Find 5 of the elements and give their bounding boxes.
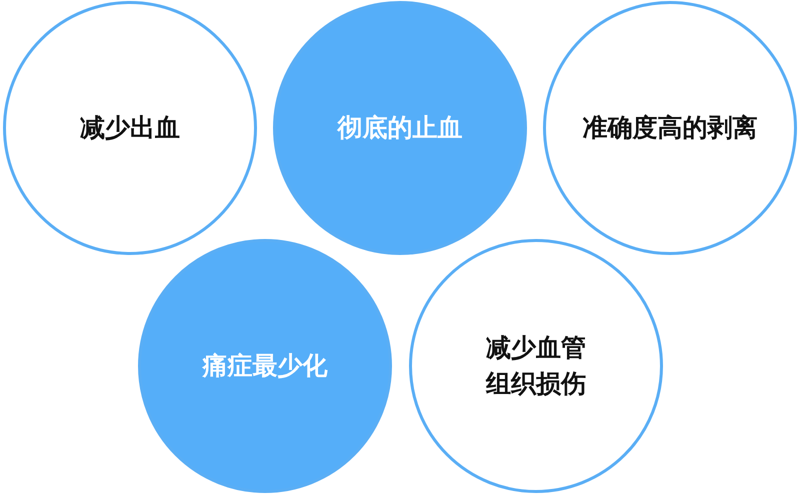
circle-label: 减少出血 xyxy=(80,112,180,144)
circle-label: 准确度高的剥离 xyxy=(582,112,758,144)
circle-label: 减少血管组织损伤 xyxy=(484,332,587,400)
circle-label: 痛症最少化 xyxy=(202,350,328,382)
circle-label: 彻底的止血 xyxy=(338,112,462,144)
